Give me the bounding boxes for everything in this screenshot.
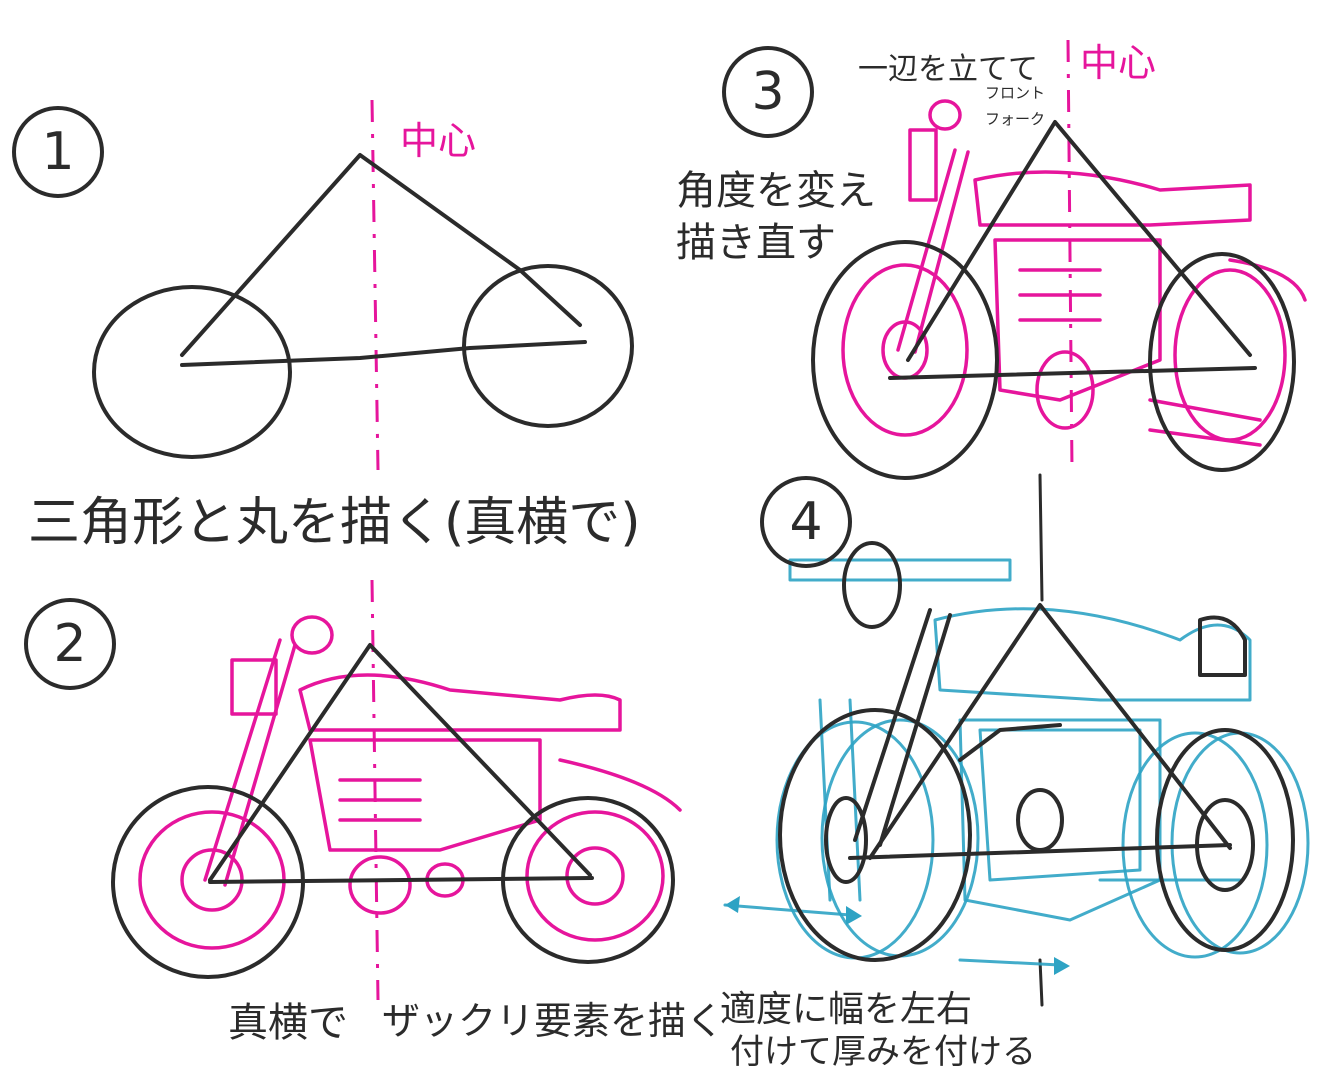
step-3-front-wheel-inner (841, 263, 969, 437)
step-4-front-hub (824, 796, 868, 884)
step-2-engine-fins (338, 778, 422, 822)
step-2-triangle (208, 643, 592, 882)
step-4-rear-wheel-right (1170, 731, 1310, 955)
step-2-front-fork (203, 638, 297, 887)
step-4-handlebar (788, 558, 1012, 582)
step-3-rear-fender (1228, 258, 1307, 302)
step-3-center-label: 中心 (1080, 41, 1157, 85)
step-3-sketch (811, 39, 1307, 480)
step-1-base-line (180, 340, 587, 367)
step-4-caption-2: 付けて厚みを付ける (730, 1032, 1036, 1072)
step-4-front-wheel (778, 708, 972, 962)
step-2-headlight (230, 658, 278, 716)
step-3-front-wheel (811, 240, 999, 480)
step-3-engine-block (993, 238, 1162, 402)
step-3-note-side-1: 角度を変え (676, 168, 876, 214)
step-3-number: 3 (722, 46, 814, 138)
step-2-engine-block (308, 738, 542, 852)
step-3-base-line (888, 366, 1257, 380)
step-1-caption: 三角形と丸を描く(真横で) (28, 493, 641, 553)
step-4-triangle (868, 603, 1232, 860)
step-3-mirror (928, 99, 962, 131)
step-4-arrowhead-right (846, 906, 862, 925)
step-4-crankcase (1016, 788, 1064, 852)
step-4-front-wheel-right (820, 718, 980, 958)
step-4-tank-seat (933, 607, 1252, 702)
step-4-engine-outline (958, 723, 1062, 762)
step-3-note-fork-1: フロント (985, 84, 1046, 102)
step-4-caption-1: 適度に幅を左右 (720, 989, 973, 1030)
step-1-front-wheel (92, 285, 292, 459)
step-4-front-fork (853, 608, 952, 847)
step-2-center-line (370, 579, 380, 1001)
step-1-center-label: 中心 (400, 119, 477, 163)
step-2-base-line (208, 876, 594, 884)
step-1-sketch (92, 99, 634, 471)
step-2-mirror (290, 615, 334, 655)
step-2-rear-hub (565, 846, 625, 906)
step-2-caption-a: 真横で (228, 1000, 348, 1046)
step-1-number: 1 (12, 106, 104, 198)
step-4-rear-wheel-left (1121, 731, 1269, 959)
step-4-center-line-top (1038, 473, 1044, 602)
step-3-center-line (1066, 39, 1074, 471)
step-3-rear-wheel (1148, 252, 1296, 472)
step-4-rear-wheel (1155, 728, 1295, 952)
step-4-arrowhead-center (1054, 957, 1070, 975)
step-4-number: 4 (760, 476, 852, 568)
step-4-tail (1198, 615, 1247, 677)
step-3-triangle (906, 120, 1252, 362)
step-2-rear-fender (558, 758, 682, 812)
step-3-crankcase (1035, 350, 1095, 430)
step-4-engine-block-back (978, 728, 1142, 882)
step-4-headlight (842, 541, 902, 629)
step-2-tank-seat (298, 673, 622, 732)
step-2-crankcase (348, 855, 412, 915)
step-4-sketch (723, 473, 1310, 1007)
step-1-rear-wheel (462, 264, 634, 428)
step-3-engine-fins (1018, 268, 1102, 322)
step-4-arrow-left (723, 903, 852, 917)
step-2-caption-b: ザックリ要素を描く (382, 999, 725, 1043)
step-3-headlight (908, 128, 938, 202)
step-1-triangle (180, 153, 582, 357)
step-4-arrowhead-left (725, 896, 740, 913)
step-4-arrow-center (958, 958, 1062, 967)
step-2-number: 2 (24, 598, 116, 690)
step-3-note-fork-2: フォーク (985, 110, 1046, 128)
step-3-note-side-2: 描き直す (676, 220, 836, 266)
step-2-sketch (111, 579, 682, 1001)
step-3-note-top: 一辺を立てて (858, 52, 1038, 87)
step-3-tank-seat (973, 170, 1252, 227)
step-2-rear-wheel-inner (525, 810, 665, 942)
step-4-center-line-bottom (1038, 958, 1044, 1007)
step-1-center-line (370, 99, 380, 471)
